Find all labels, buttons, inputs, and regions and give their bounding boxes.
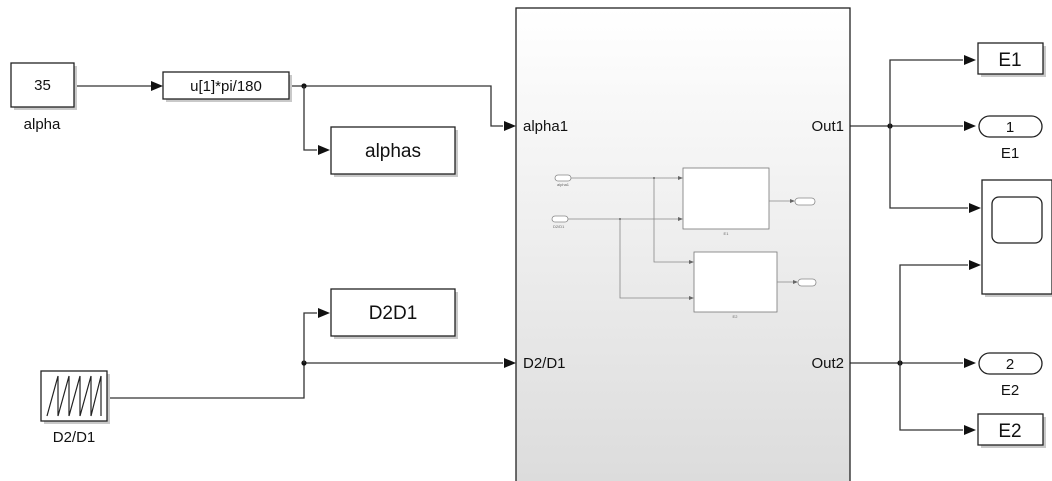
fcn-block[interactable]: u[1]*pi/180 <box>162 71 292 102</box>
subsystem-port-d2d1: D2/D1 <box>523 355 566 372</box>
arrowhead-scope-in1 <box>969 203 981 213</box>
mini-block-e1-caption: E1 <box>724 231 730 236</box>
arrowhead-subsystem-alpha1 <box>504 121 516 131</box>
constant-value: 35 <box>34 77 51 94</box>
mini-outport-2 <box>797 278 817 287</box>
arrowhead-scope-in2 <box>969 260 981 270</box>
ramp-source-caption: D2/D1 <box>53 429 96 446</box>
mini-inport-d2d1 <box>551 215 569 223</box>
outport-2-caption: E2 <box>1001 382 1019 399</box>
display-d2d1-label: D2D1 <box>369 303 418 324</box>
mini-inport-alpha1-label: alpha1 <box>557 182 570 187</box>
wire-to-alphas-display[interactable] <box>303 86 317 151</box>
wire-to-d2d1-display[interactable] <box>303 312 317 363</box>
subsystem-port-out2: Out2 <box>811 355 844 372</box>
goto-e2-block[interactable]: E2 <box>977 413 1046 448</box>
arrowhead-outport-2 <box>964 358 976 368</box>
arrowhead-fcn-input <box>151 81 163 91</box>
mini-inport-alpha1 <box>554 174 572 182</box>
arrowhead-goto-e1 <box>964 55 976 65</box>
subsystem-port-out1: Out1 <box>811 118 844 135</box>
display-alphas-block[interactable]: alphas <box>330 126 458 177</box>
subsystem-mask-preview: alpha1 D2/D1 E1 E2 <box>551 167 817 319</box>
goto-e2-label: E2 <box>998 421 1021 442</box>
mini-outport-1 <box>794 197 816 206</box>
wire-fcn-output[interactable] <box>292 85 503 127</box>
outport-1-caption: E1 <box>1001 145 1019 162</box>
arrowhead-outport-1 <box>964 121 976 131</box>
goto-e1-block[interactable]: E1 <box>977 42 1046 77</box>
arrowhead-d2d1-display <box>318 308 330 318</box>
arrowhead-alphas-display <box>318 145 330 155</box>
subsystem-block[interactable]: alpha1 D2/D1 Out1 Out2 alpha1 D2/D1 E1 E… <box>515 7 851 481</box>
outport-1-block[interactable]: 1 <box>978 115 1043 138</box>
wire-out2-to-goto-e2[interactable] <box>899 363 963 431</box>
outport-1-number: 1 <box>1006 119 1014 136</box>
wire-out2-to-scope[interactable] <box>899 264 968 363</box>
constant-caption: alpha <box>24 116 61 133</box>
arrowhead-goto-e2 <box>964 425 976 435</box>
goto-e1-label: E1 <box>998 50 1021 71</box>
wire-ramp-output[interactable] <box>110 362 503 399</box>
mini-block-e1 <box>682 167 770 230</box>
wire-out1-to-goto-e1[interactable] <box>889 59 963 126</box>
outport-2-number: 2 <box>1006 356 1014 373</box>
scope-block[interactable] <box>981 179 1052 297</box>
display-d2d1-block[interactable]: D2D1 <box>330 288 458 339</box>
outport-2-block[interactable]: 2 <box>978 352 1043 375</box>
ramp-source-block[interactable] <box>40 370 110 424</box>
mini-block-e2-caption: E2 <box>733 314 739 319</box>
signal-lines <box>77 55 981 435</box>
display-alphas-label: alphas <box>365 141 421 162</box>
fcn-expression: u[1]*pi/180 <box>190 78 262 95</box>
mini-block-e2 <box>693 251 778 313</box>
wire-out1-to-scope[interactable] <box>889 126 968 209</box>
arrowhead-subsystem-d2d1 <box>504 358 516 368</box>
scope-screen-icon <box>991 196 1043 244</box>
sawtooth-icon <box>46 375 102 417</box>
subsystem-port-alpha1: alpha1 <box>523 118 568 135</box>
constant-block[interactable]: 35 <box>10 62 77 110</box>
mini-inport-d2d1-label: D2/D1 <box>553 224 565 229</box>
